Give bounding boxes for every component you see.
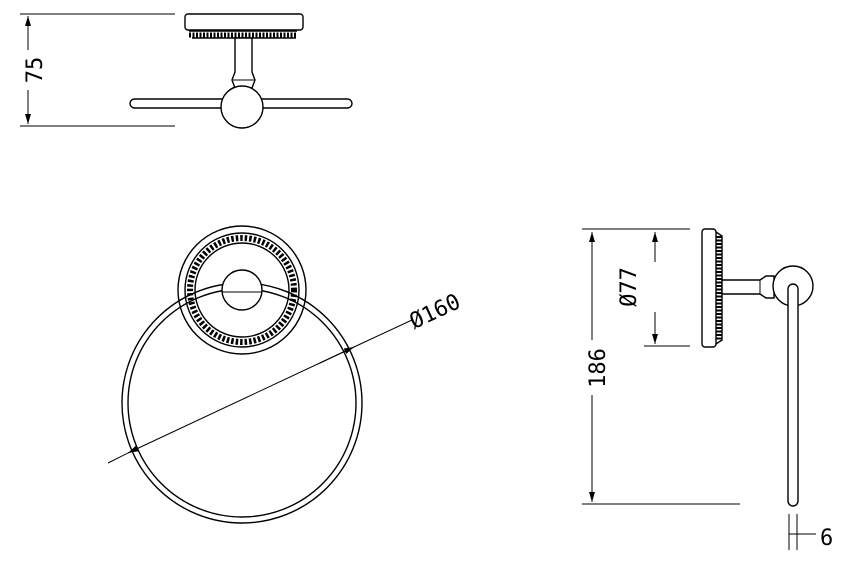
diameter-dimension-77: Ø77 (617, 232, 690, 347)
side-ring-bar (787, 283, 799, 507)
rosette-inner (194, 242, 290, 338)
height-dimension-186: 186 (582, 228, 740, 505)
front-view: Ø160 (107, 225, 465, 524)
ball-joint (220, 85, 264, 129)
side-view: 186 Ø77 6 (582, 228, 833, 551)
dim-label-6: 6 (820, 526, 833, 551)
ring-holder-ball (221, 269, 263, 311)
leader-upper (353, 319, 413, 348)
leader-lower (107, 451, 131, 464)
rosette-outer (177, 225, 307, 355)
thickness-dimension-6: 6 (788, 514, 833, 551)
diameter-line (129, 346, 355, 453)
side-arm (721, 275, 775, 299)
arrow-lower (127, 445, 139, 454)
rosette-rim (184, 232, 300, 348)
dim-label-160: Ø160 (406, 290, 465, 335)
dim-label-75: 75 (23, 57, 48, 84)
height-dimension-75: 75 (20, 13, 175, 127)
arrow-upper (319, 346, 355, 364)
dim-label-186: 186 (586, 348, 611, 388)
base-plate (184, 13, 304, 31)
ring-inner (127, 288, 357, 518)
side-base-plate (701, 228, 717, 348)
top-view: 75 (20, 13, 353, 129)
dim-label-77: Ø77 (617, 267, 642, 307)
rosette-rope (187, 235, 297, 345)
ring-outer (121, 282, 363, 524)
